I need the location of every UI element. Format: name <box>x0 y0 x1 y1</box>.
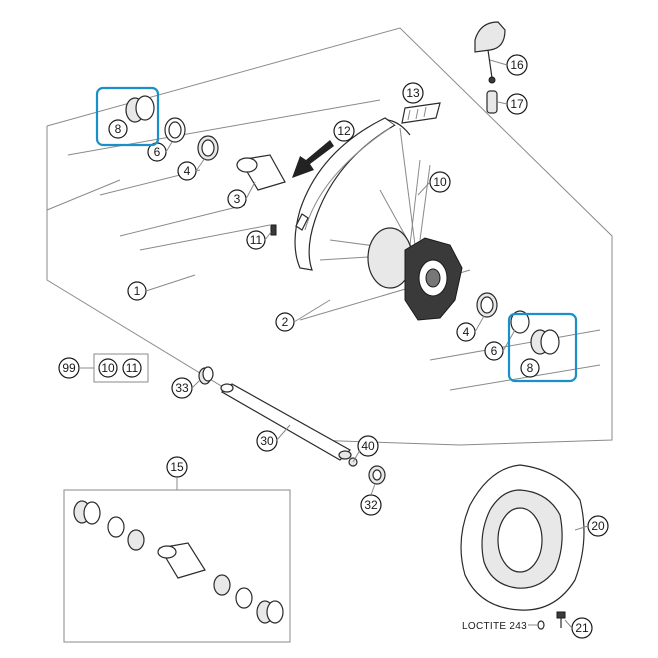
spoke-nipples <box>401 102 441 124</box>
repair-kit-parts <box>73 500 284 624</box>
svg-text:3: 3 <box>234 192 241 206</box>
distance-tube <box>236 154 286 191</box>
axle-nut <box>368 465 386 485</box>
callout-15: 15 <box>166 456 188 478</box>
callout-1: 1 <box>127 281 147 301</box>
svg-text:13: 13 <box>406 86 420 100</box>
callout-3: 3 <box>227 189 247 209</box>
tire-valve <box>474 21 506 84</box>
repair-kit-frame <box>63 478 291 643</box>
spacer-right <box>476 292 498 318</box>
svg-text:32: 32 <box>364 498 378 512</box>
callout-10: 10 <box>429 171 451 193</box>
spacer-left <box>197 135 219 161</box>
svg-text:99: 99 <box>62 361 76 375</box>
svg-text:4: 4 <box>463 325 470 339</box>
svg-text:33: 33 <box>175 381 189 395</box>
svg-text:15: 15 <box>170 460 184 474</box>
callout-99-part-11: 11 <box>122 358 142 378</box>
callout-21: 21 <box>571 617 593 639</box>
callout-4-left: 4 <box>177 161 197 181</box>
loctite-note: LOCTITE 243 <box>462 621 537 632</box>
svg-text:21: 21 <box>575 621 589 635</box>
callout-2: 2 <box>275 312 295 332</box>
bearing-left <box>125 95 155 123</box>
leader-lines <box>145 59 589 629</box>
svg-text:4: 4 <box>184 164 191 178</box>
svg-text:10: 10 <box>433 175 447 189</box>
callout-99-part-10: 10 <box>98 358 118 378</box>
callout-20: 20 <box>587 515 609 537</box>
callout-4-right: 4 <box>456 322 476 342</box>
svg-text:LOCTITE 243: LOCTITE 243 <box>462 621 527 632</box>
seal-right <box>510 310 530 334</box>
wheel-rim <box>294 117 411 271</box>
callout-99-group-box <box>93 353 149 383</box>
axle-clamp-left <box>198 366 214 385</box>
highlight-box-left <box>95 86 160 147</box>
direction-arrow <box>292 140 334 178</box>
callout-40: 40 <box>357 435 379 457</box>
callout-99: 99 <box>58 357 80 379</box>
callout-30: 30 <box>256 430 278 452</box>
valve-nut <box>486 90 498 114</box>
callout-6-right: 6 <box>484 341 504 361</box>
callout-13: 13 <box>402 82 424 104</box>
svg-text:8: 8 <box>527 361 534 375</box>
brake-disc <box>460 464 585 611</box>
callout-17: 17 <box>506 93 528 115</box>
callout-11: 11 <box>246 230 266 250</box>
seal-left <box>164 117 186 143</box>
svg-text:11: 11 <box>250 233 263 247</box>
disc-screw <box>537 611 566 630</box>
svg-text:17: 17 <box>510 97 524 111</box>
svg-text:30: 30 <box>260 434 274 448</box>
callout-8-right: 8 <box>520 358 540 378</box>
svg-text:8: 8 <box>115 122 122 136</box>
svg-text:16: 16 <box>510 58 524 72</box>
svg-text:40: 40 <box>361 439 375 453</box>
callout-32: 32 <box>360 494 382 516</box>
wheel-hub <box>367 227 463 321</box>
callout-16: 16 <box>506 54 528 76</box>
callout-8-left: 8 <box>108 119 128 139</box>
screw-small <box>270 224 277 236</box>
bearing-right <box>530 329 560 355</box>
svg-text:11: 11 <box>126 361 139 375</box>
axle <box>220 383 352 461</box>
svg-text:6: 6 <box>154 145 161 159</box>
highlight-box-right <box>507 312 578 383</box>
svg-text:1: 1 <box>134 284 141 298</box>
svg-text:12: 12 <box>337 124 351 138</box>
svg-text:10: 10 <box>101 361 115 375</box>
callout-12: 12 <box>333 120 355 142</box>
callout-33: 33 <box>171 377 193 399</box>
svg-text:6: 6 <box>491 344 498 358</box>
svg-text:20: 20 <box>591 519 605 533</box>
svg-text:2: 2 <box>282 315 289 329</box>
